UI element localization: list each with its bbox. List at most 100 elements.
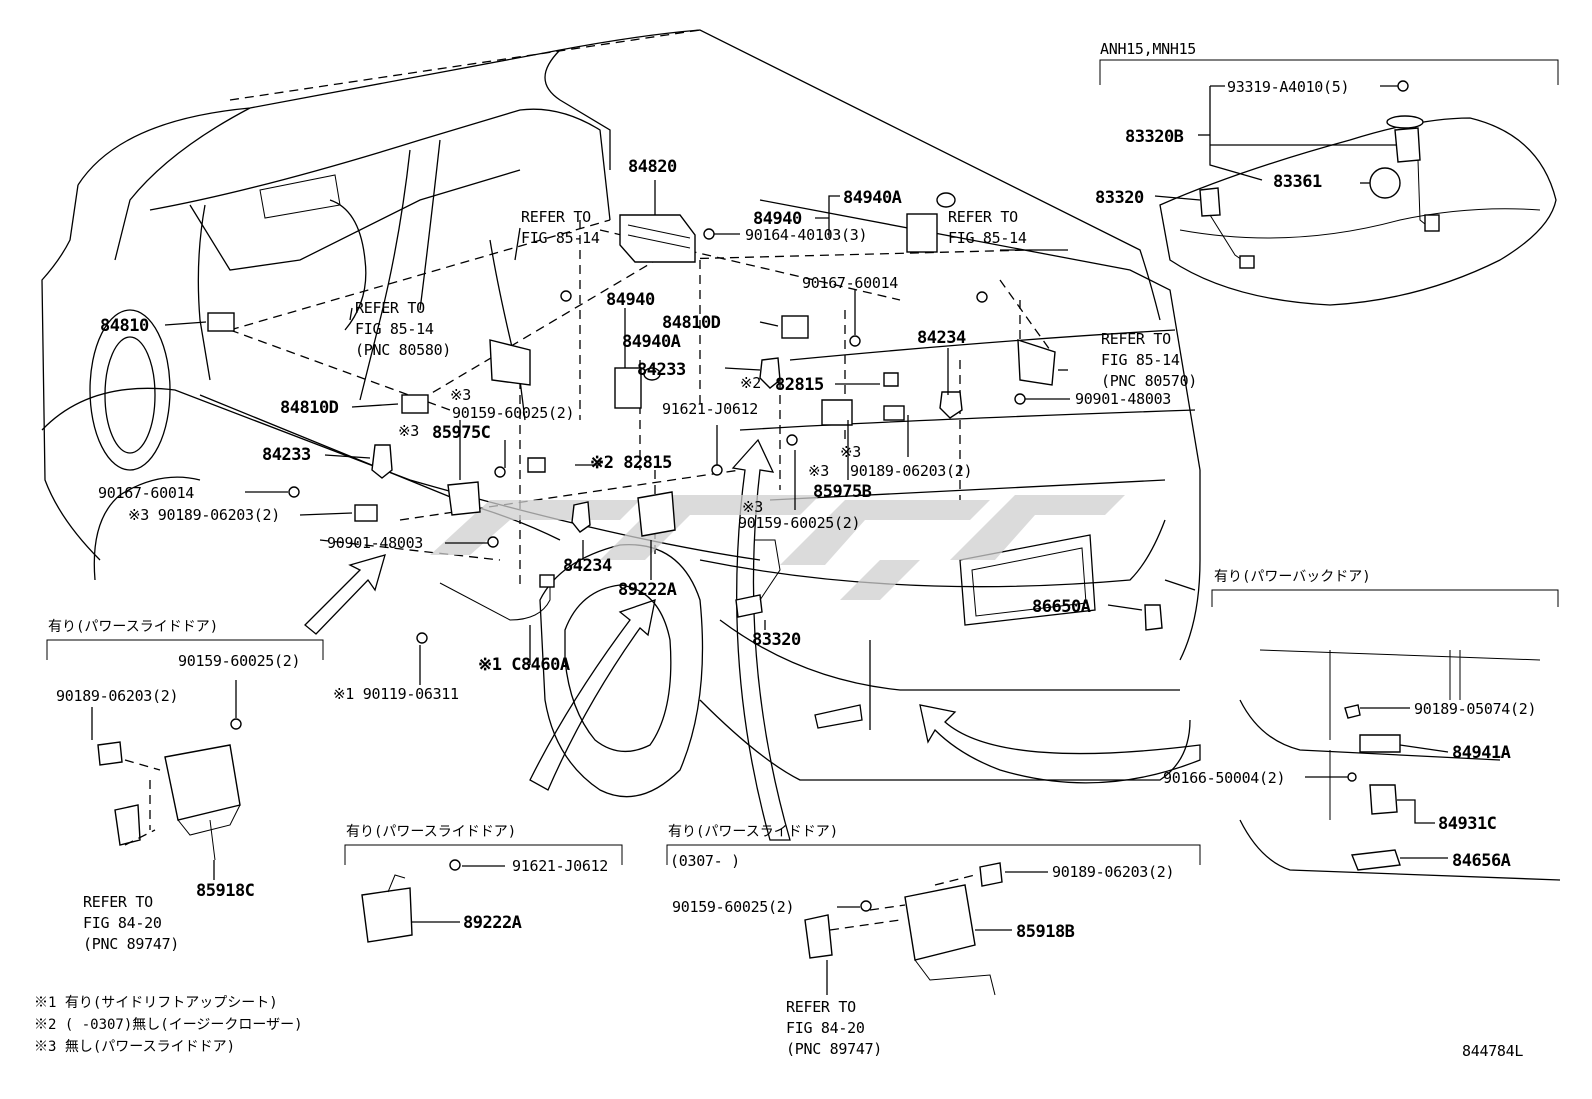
- part-84234-left: [571, 501, 591, 533]
- bolt-90164: [703, 228, 715, 240]
- mark-note3-e: ※3: [398, 422, 419, 440]
- bolt-93319: [1397, 80, 1409, 92]
- part-85975C: [447, 481, 481, 516]
- part-84656A: [1351, 849, 1401, 871]
- bolt-90119: [416, 632, 428, 644]
- label-84940A-lower: 84940A: [622, 332, 681, 352]
- label-83320-tank: 83320: [1095, 188, 1144, 208]
- label-90189-05074: 90189-05074(2): [1414, 700, 1536, 718]
- part-89222A-inset: [361, 887, 413, 943]
- label-84810D-right: 84810D: [662, 313, 721, 333]
- text-labels: ANH15,MNH15 93319-A4010(5) 83320B 83361 …: [34, 40, 1537, 1060]
- label-90901-left: 90901-48003: [327, 534, 423, 552]
- figure-code: 844784L: [1462, 1042, 1523, 1060]
- label-90159-right: 90159-60025(2): [738, 514, 860, 532]
- mark-note3-a: ※3: [450, 386, 471, 404]
- part-83320-tank: [1199, 187, 1221, 217]
- footnote-2: ※2 ( -0307)無し(イージークローザー): [34, 1017, 303, 1033]
- label-83320-body: 83320: [752, 630, 801, 650]
- label-90189-inset-bottom: 90189-06203(2): [1052, 863, 1174, 881]
- label-84810D-left: 84810D: [280, 398, 339, 418]
- part-84941A: [1359, 734, 1401, 753]
- label-93319: 93319-A4010(5): [1227, 78, 1349, 96]
- bolt-90167-left: [288, 486, 300, 498]
- label-90159-inset-left: 90159-60025(2): [178, 652, 300, 670]
- watermark-logo: [430, 495, 1125, 600]
- callout-arrows: [304, 438, 1201, 841]
- inset-power-slide-door-middle: [344, 844, 623, 943]
- bolt-refer-right: [976, 291, 988, 303]
- label-89222A-inset: 89222A: [463, 913, 522, 933]
- label-84931C: 84931C: [1438, 814, 1496, 834]
- part-84810: [207, 312, 235, 332]
- section-label-bottom: 有り(パワースライドドア): [668, 824, 838, 840]
- bolt-90167-right: [849, 335, 861, 347]
- bolt-90901-right: [1014, 393, 1026, 405]
- clip-90189-right: [883, 405, 905, 421]
- label-84234-right: 84234: [917, 328, 966, 348]
- part-C8460A: [439, 582, 551, 621]
- inset-power-slide-door-bottom: [666, 844, 1201, 996]
- vehicle-body-outline: [41, 29, 1201, 798]
- mark-note3-d: ※3: [742, 498, 763, 516]
- label-84820: 84820: [628, 157, 677, 177]
- mark-note2-a: ※2: [740, 374, 761, 392]
- label-82815-right: 82815: [775, 375, 824, 395]
- section-label-middle: 有り(パワースライドドア): [346, 824, 516, 840]
- part-85918C: [164, 744, 241, 821]
- part-84820: [619, 214, 696, 263]
- part-83320B: [1394, 127, 1421, 163]
- bolt-91621: [711, 464, 723, 476]
- part-84810D-right: [781, 315, 809, 339]
- footnote-1: ※1 有り(サイドリフトアップシート): [34, 995, 278, 1011]
- refer-part-85918C: [114, 804, 141, 846]
- label-84940A-upper: 84940A: [843, 188, 902, 208]
- label-90166: 90166-50004(2): [1163, 769, 1285, 787]
- inset-power-back-door: [1211, 589, 1561, 881]
- label-90189-inset-left: 90189-06203(2): [56, 687, 178, 705]
- label-90164: 90164-40103(3): [745, 226, 867, 244]
- section-label-right: 有り(パワーバックドア): [1214, 569, 1371, 585]
- variant-header: ANH15,MNH15: [1100, 40, 1196, 58]
- bolt-90159-left: [494, 466, 506, 478]
- part-82815-right: [883, 372, 899, 387]
- bolt-90901-left: [487, 536, 499, 548]
- mark-note3-b: ※3: [840, 443, 861, 461]
- mark-note3-c: ※3: [808, 462, 829, 480]
- part-85918B: [904, 884, 976, 961]
- part-83361: [1369, 167, 1401, 199]
- refer-part-right: [1017, 339, 1056, 386]
- part-86650A: [1144, 604, 1163, 631]
- date-range: (0307- ): [670, 852, 740, 870]
- part-84233-left: [371, 444, 393, 479]
- label-83361: 83361: [1273, 172, 1322, 192]
- label-90119: ※1 90119-06311: [333, 685, 459, 703]
- clip-90189-inset-left: [97, 741, 123, 766]
- clip-90189-05074: [1344, 704, 1361, 719]
- label-85975C: 85975C: [432, 423, 490, 443]
- section-label-left: 有り(パワースライドドア): [48, 619, 218, 635]
- part-84940-upper: [906, 213, 938, 253]
- bolt-90159-right: [786, 434, 798, 446]
- inset-power-slide-door-left: [46, 639, 324, 861]
- label-84941A: 84941A: [1452, 743, 1511, 763]
- clip-90189-left: [354, 504, 378, 522]
- leader-lines: [91, 85, 1449, 995]
- bolt-90166: [1347, 772, 1357, 782]
- label-C8460A: ※1 C8460A: [478, 655, 570, 675]
- part-84810D-left: [401, 394, 429, 414]
- bolt-refer-left: [560, 290, 572, 302]
- label-90159-left: 90159-60025(2): [452, 404, 574, 422]
- label-85918B: 85918B: [1016, 922, 1075, 942]
- part-84940A-upper: [936, 192, 956, 208]
- part-84234-right: [939, 391, 963, 419]
- part-89222A-body: [637, 491, 676, 537]
- label-82815-left: ※2 82815: [590, 453, 672, 473]
- part-84940A-lower: [643, 367, 661, 381]
- fuel-tank-inset: [1099, 59, 1559, 306]
